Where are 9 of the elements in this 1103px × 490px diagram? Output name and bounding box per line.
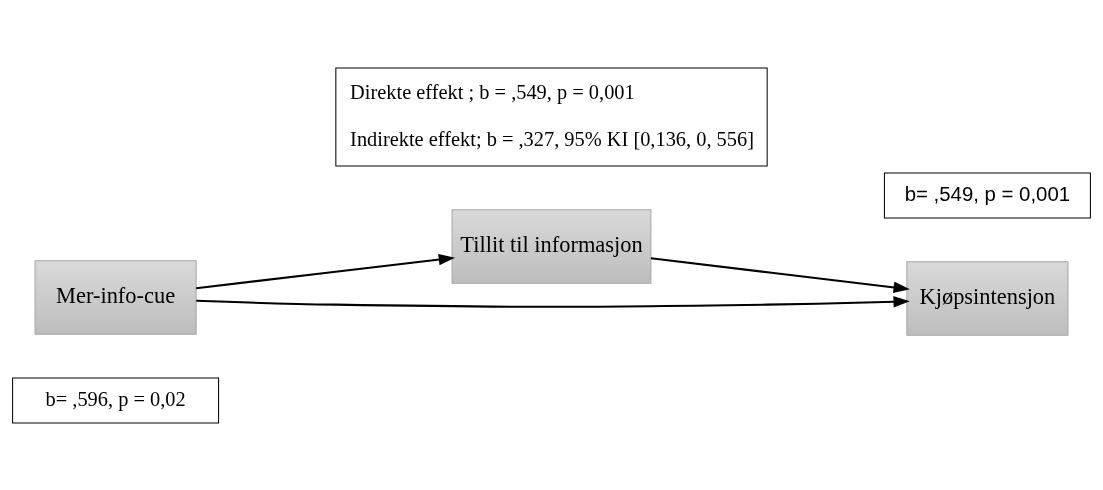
arrow [196, 253, 456, 289]
node-box: b= ,549, p = 0,001 [883, 172, 1091, 218]
node-box: Tillit til informasjon [451, 208, 652, 284]
node-box: Direkte effekt ; b = ,549, p = 0,001 Indirekte effekt; b = ,327, 95% KI [0,136, 0, 556] [335, 67, 768, 166]
arrow [196, 295, 910, 308]
node-box: Kjøpsintensjon [906, 260, 1069, 336]
arrow [650, 256, 910, 293]
node-box: Mer-info-cue [34, 259, 197, 335]
node-box: b= ,596, p = 0,02 [12, 377, 220, 423]
